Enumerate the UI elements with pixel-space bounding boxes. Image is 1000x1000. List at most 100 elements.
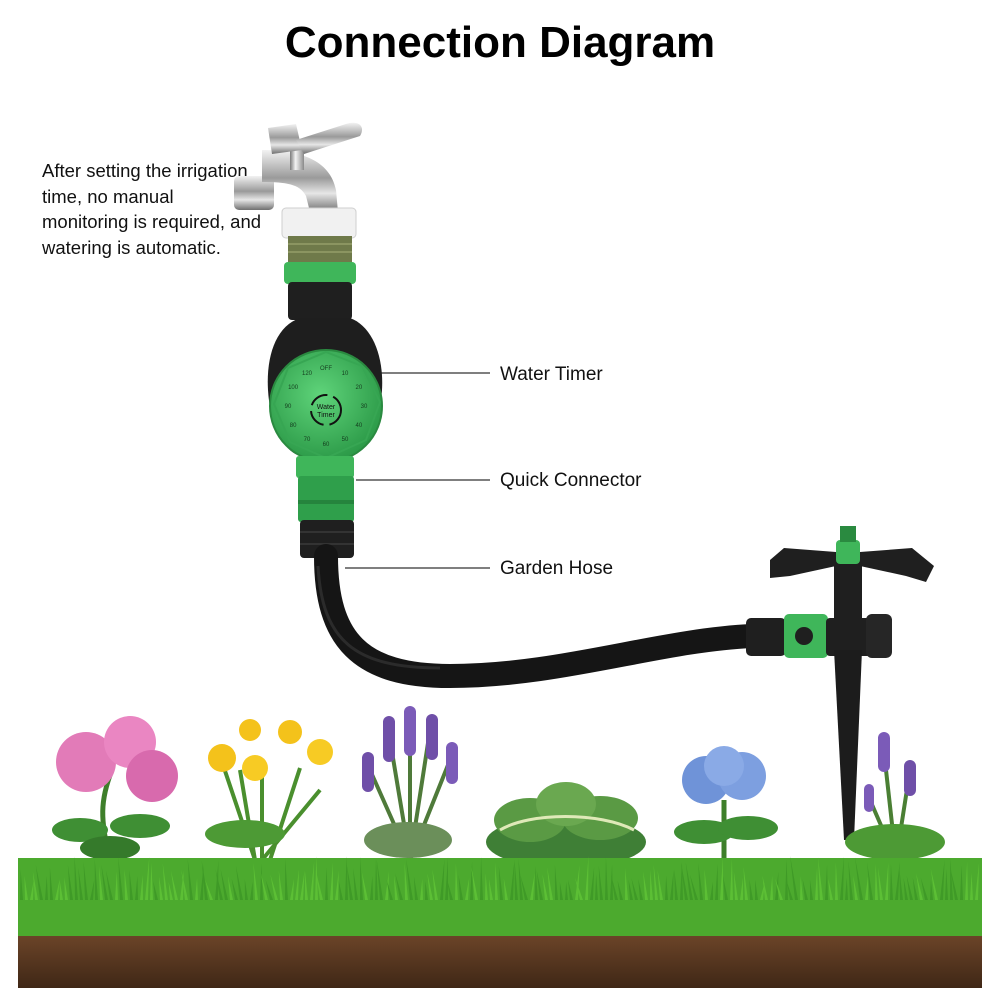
grass-blade (895, 861, 900, 900)
grass-blade (575, 877, 583, 900)
grass-blade (733, 871, 738, 900)
grass-blade (542, 873, 548, 900)
grass-blade (55, 880, 60, 900)
grass-blade (74, 856, 78, 900)
grass-blade (950, 858, 953, 900)
grass-blade (825, 864, 828, 900)
grass-blade (498, 866, 503, 900)
grass-blade (853, 875, 858, 900)
grass-blade (625, 868, 628, 900)
grass-blades (20, 856, 980, 900)
grass-blade (370, 875, 373, 900)
grass-blade (605, 857, 608, 900)
grass-blade (848, 861, 853, 900)
grass-blade (470, 861, 473, 900)
grass-blade (140, 874, 143, 900)
grass-blade (960, 865, 963, 900)
grass-blade (315, 856, 318, 900)
grass-blade (335, 870, 339, 900)
grass-blade (67, 864, 73, 900)
grass-blade (458, 874, 463, 900)
grass-blade (278, 870, 283, 900)
grass-blade (195, 877, 198, 900)
grass-blade (514, 859, 518, 900)
blue-hydrangea (674, 746, 778, 862)
grass-blade (376, 860, 383, 900)
grass-blade (518, 858, 523, 900)
grass-blade (285, 858, 288, 900)
grass-blade (395, 873, 403, 900)
grass-blade (536, 869, 543, 900)
dial-tick-label: 10 (342, 371, 349, 377)
grass-blade (413, 876, 418, 900)
grass-blade (715, 863, 718, 900)
grass-blade (875, 863, 878, 900)
grass-blade (295, 869, 300, 900)
grass-blade (818, 857, 823, 900)
grass-blade (681, 863, 688, 900)
grass-blade (680, 861, 683, 900)
dial-tick-label: 80 (290, 423, 297, 429)
grass-blade (345, 856, 348, 900)
grass-blade (638, 879, 643, 900)
grass-blade (394, 875, 398, 900)
grass-blade (970, 872, 973, 900)
grass-blade (657, 869, 663, 900)
dial-tick-label: 60 (323, 442, 330, 448)
yellow-daisies (205, 719, 333, 862)
grass-blade (845, 877, 848, 900)
grass-blade (828, 878, 833, 900)
grass-blade (885, 862, 889, 900)
grass-blade (530, 872, 535, 900)
garden-hose (314, 544, 764, 689)
grass-blade (440, 858, 445, 900)
grass-blade (855, 857, 863, 900)
grass-blade (386, 879, 393, 900)
grass-blade (250, 881, 253, 900)
grass-blade (129, 870, 133, 900)
grass-blade (270, 874, 278, 900)
grass-blade (406, 858, 413, 900)
grass-blade (690, 874, 698, 900)
grass-blade (520, 875, 528, 900)
grass-blade (83, 861, 88, 900)
grass-blade (704, 869, 708, 900)
grass-blade (260, 863, 263, 900)
description-note: After setting the irrigation time, no ma… (42, 160, 262, 258)
grass-blade (200, 864, 204, 900)
dial-label-line1: Water (317, 404, 336, 411)
callout-quick-connector: Quick Connector (500, 470, 642, 491)
dial-tick-label: 30 (361, 404, 368, 410)
grass-blade (890, 864, 893, 900)
grass-blade (124, 869, 128, 900)
grass-blade (235, 865, 243, 900)
grass-blade (965, 861, 968, 900)
callout-garden-hose: Garden Hose (500, 558, 614, 579)
grass-blade (643, 871, 648, 900)
grass-blade (20, 869, 23, 900)
grass-blade (45, 875, 48, 900)
grass-blade (802, 878, 808, 900)
grass-blade (565, 881, 568, 900)
grass-blade (775, 871, 779, 900)
grass-blade (244, 879, 248, 900)
grass-blade (495, 862, 498, 900)
grass-blade (743, 866, 748, 900)
grass-blade (867, 862, 873, 900)
grass-blade (153, 881, 158, 900)
grass-blade (568, 879, 573, 900)
faucet (234, 122, 363, 264)
grass-blade (877, 867, 883, 900)
grass-blade (631, 878, 638, 900)
grass-blade (64, 877, 68, 900)
grass-blade (330, 862, 333, 900)
grass-blade (723, 876, 728, 900)
grass-blade (49, 867, 53, 900)
grass-blade (559, 881, 563, 900)
grass-blade (201, 860, 208, 900)
grass-blade (465, 877, 470, 900)
grass-blade (749, 879, 753, 900)
grass-blade (480, 856, 483, 900)
grass-blade (710, 881, 713, 900)
